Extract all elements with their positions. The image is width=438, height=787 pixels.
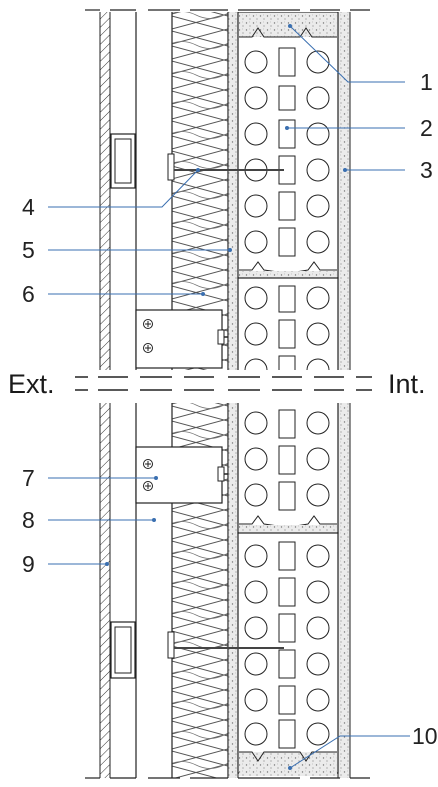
break-line-middle	[75, 376, 372, 391]
callout-7: 7	[22, 465, 35, 491]
exterior-label: Ext.	[8, 369, 55, 399]
callout-3: 3	[420, 157, 433, 183]
wall-anchor-upper	[167, 153, 284, 181]
callout-6: 6	[22, 281, 35, 307]
wall-section-bottom	[99, 403, 351, 778]
wall-section-top	[99, 12, 351, 370]
wall-anchor-lower	[167, 631, 284, 659]
callout-2: 2	[420, 115, 433, 141]
hollow-brick-course-middle	[237, 277, 339, 370]
bracket	[135, 309, 223, 369]
bracket-lower	[135, 446, 223, 504]
callout-9: 9	[22, 551, 35, 577]
leader-lines	[48, 25, 410, 769]
interior-plaster	[337, 12, 351, 370]
hollow-brick-course-upper	[237, 12, 339, 279]
cladding-panel	[99, 12, 111, 370]
callout-10: 10	[412, 723, 438, 749]
callout-4: 4	[22, 194, 35, 220]
hollow-brick-course-lower-b	[237, 532, 339, 776]
exterior-plaster	[227, 12, 239, 370]
leader-dots	[105, 24, 347, 770]
interior-label: Int.	[388, 369, 426, 399]
hollow-brick-course-lower-a	[237, 403, 339, 534]
callout-1: 1	[420, 69, 433, 95]
callout-5: 5	[22, 237, 35, 263]
callout-8: 8	[22, 507, 35, 533]
